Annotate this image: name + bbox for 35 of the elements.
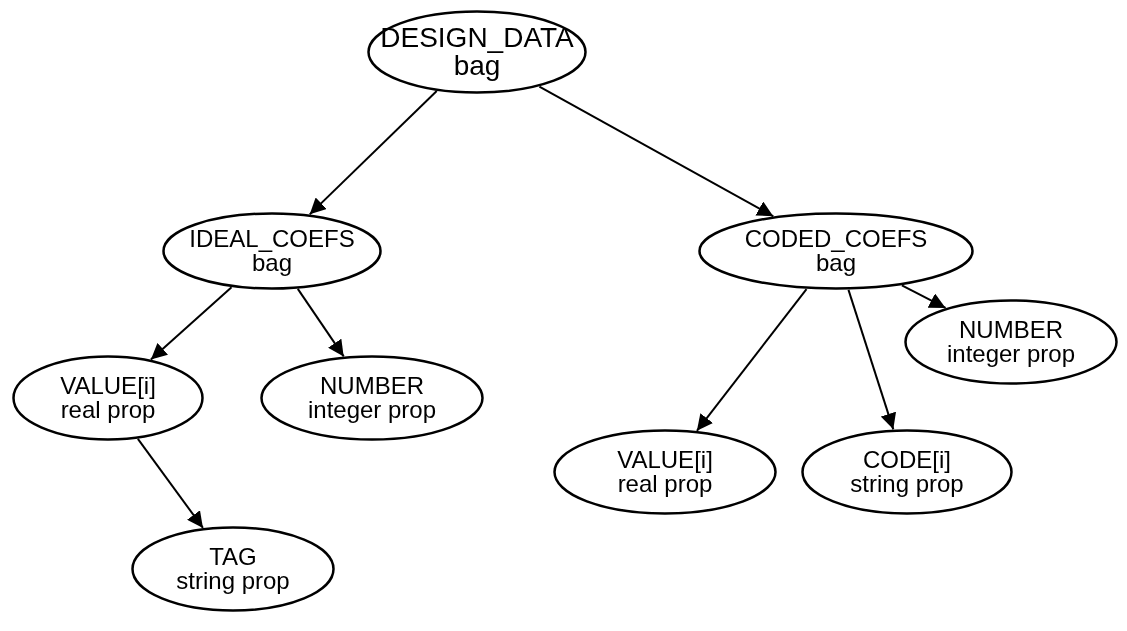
node-title: TAG <box>209 545 257 569</box>
node-title: CODED_COEFS <box>744 227 928 251</box>
arrow <box>308 90 438 216</box>
node-title: VALUE[i] <box>617 448 713 472</box>
arrow <box>538 85 775 218</box>
node-title: NUMBER <box>959 318 1063 342</box>
node-title: IDEAL_COEFS <box>189 227 355 251</box>
node-type: integer prop <box>946 342 1076 366</box>
node-title: DESIGN_DATA <box>380 24 574 52</box>
oval-node <box>904 299 1118 385</box>
node-title: NUMBER <box>320 374 424 398</box>
node-type: integer prop <box>307 398 437 422</box>
node-type: string prop <box>850 472 964 496</box>
arrow <box>136 437 204 529</box>
arrow <box>149 286 233 361</box>
arrow <box>847 288 896 431</box>
oval-node <box>553 429 777 515</box>
arrow <box>695 288 808 432</box>
oval-node <box>367 10 587 94</box>
node-type: string prop <box>176 569 290 593</box>
node-title: VALUE[i] <box>60 374 156 398</box>
oval-node <box>131 526 335 612</box>
arrow <box>296 287 345 358</box>
node-type: real prop <box>60 398 156 422</box>
oval-node <box>801 429 1013 515</box>
node-type: bag <box>453 52 501 80</box>
node-title: CODE[i] <box>863 448 951 472</box>
node-type: bag <box>251 251 292 275</box>
arrow <box>900 284 947 309</box>
oval-node <box>162 212 382 290</box>
node-type: real prop <box>617 472 713 496</box>
oval-node <box>12 355 204 441</box>
oval-node <box>260 355 484 441</box>
oval-node <box>698 212 974 290</box>
node-type: bag <box>815 251 856 275</box>
